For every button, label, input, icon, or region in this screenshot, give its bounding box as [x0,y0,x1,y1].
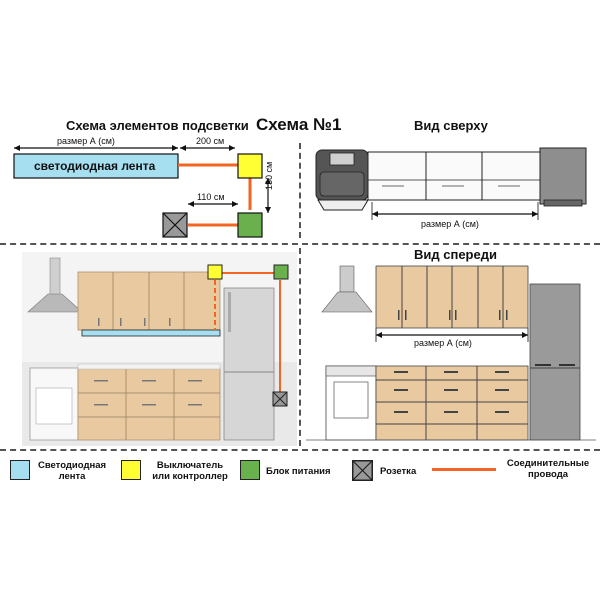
kitchen-switch [207,264,223,280]
vertical-divider-top [299,143,301,238]
front-view-size-a-label: размер А (см) [414,338,472,348]
legend-power-supply-icon [240,460,260,480]
legend-led-strip-label: Светодиодная лента [37,460,107,482]
kitchen-3d-view [22,252,297,446]
switch-box [237,153,263,179]
top-view-drawing [315,147,587,220]
top-view-size-a-label: размер А (см) [421,219,479,229]
scheme-number-title: Схема №1 [256,115,342,134]
scheme-dim-110-label: 110 см [197,192,225,202]
legend-switch-icon [121,460,141,480]
legend-led-strip-icon [10,460,30,480]
scheme-dim-200-label: 200 см [196,136,225,146]
vertical-divider-bottom [299,248,301,446]
kitchen-power-supply [273,264,289,280]
scheme-dim-130-label: 130 см [264,161,274,190]
legend-power-supply-label: Блок питания [266,466,331,477]
led-strip-box [13,153,179,179]
kitchen-led-strip [81,329,221,337]
legend-switch-label: Выключатель или контроллер [152,460,228,482]
led-strip-label: светодиодная лента [34,159,156,173]
legend-wire-label: Соединительные провода [506,458,590,480]
lighting-scheme-diagram [13,145,271,238]
top-view-title: Вид сверху [414,118,488,133]
legend-divider [0,449,600,451]
horizontal-divider [0,243,600,245]
legend-socket-label: Розетка [380,466,417,477]
front-view-title: Вид спереди [414,247,497,262]
legend-socket-icon [352,460,373,481]
front-view-drawing [306,265,596,441]
legend-wire-icon [432,468,496,471]
scheme-elements-title: Схема элементов подсветки [66,118,249,133]
power-supply-box [237,212,263,238]
scheme-size-a-label: размер А (см) [57,136,115,146]
legend: Светодиодная лента Выключатель или контр… [0,452,600,492]
